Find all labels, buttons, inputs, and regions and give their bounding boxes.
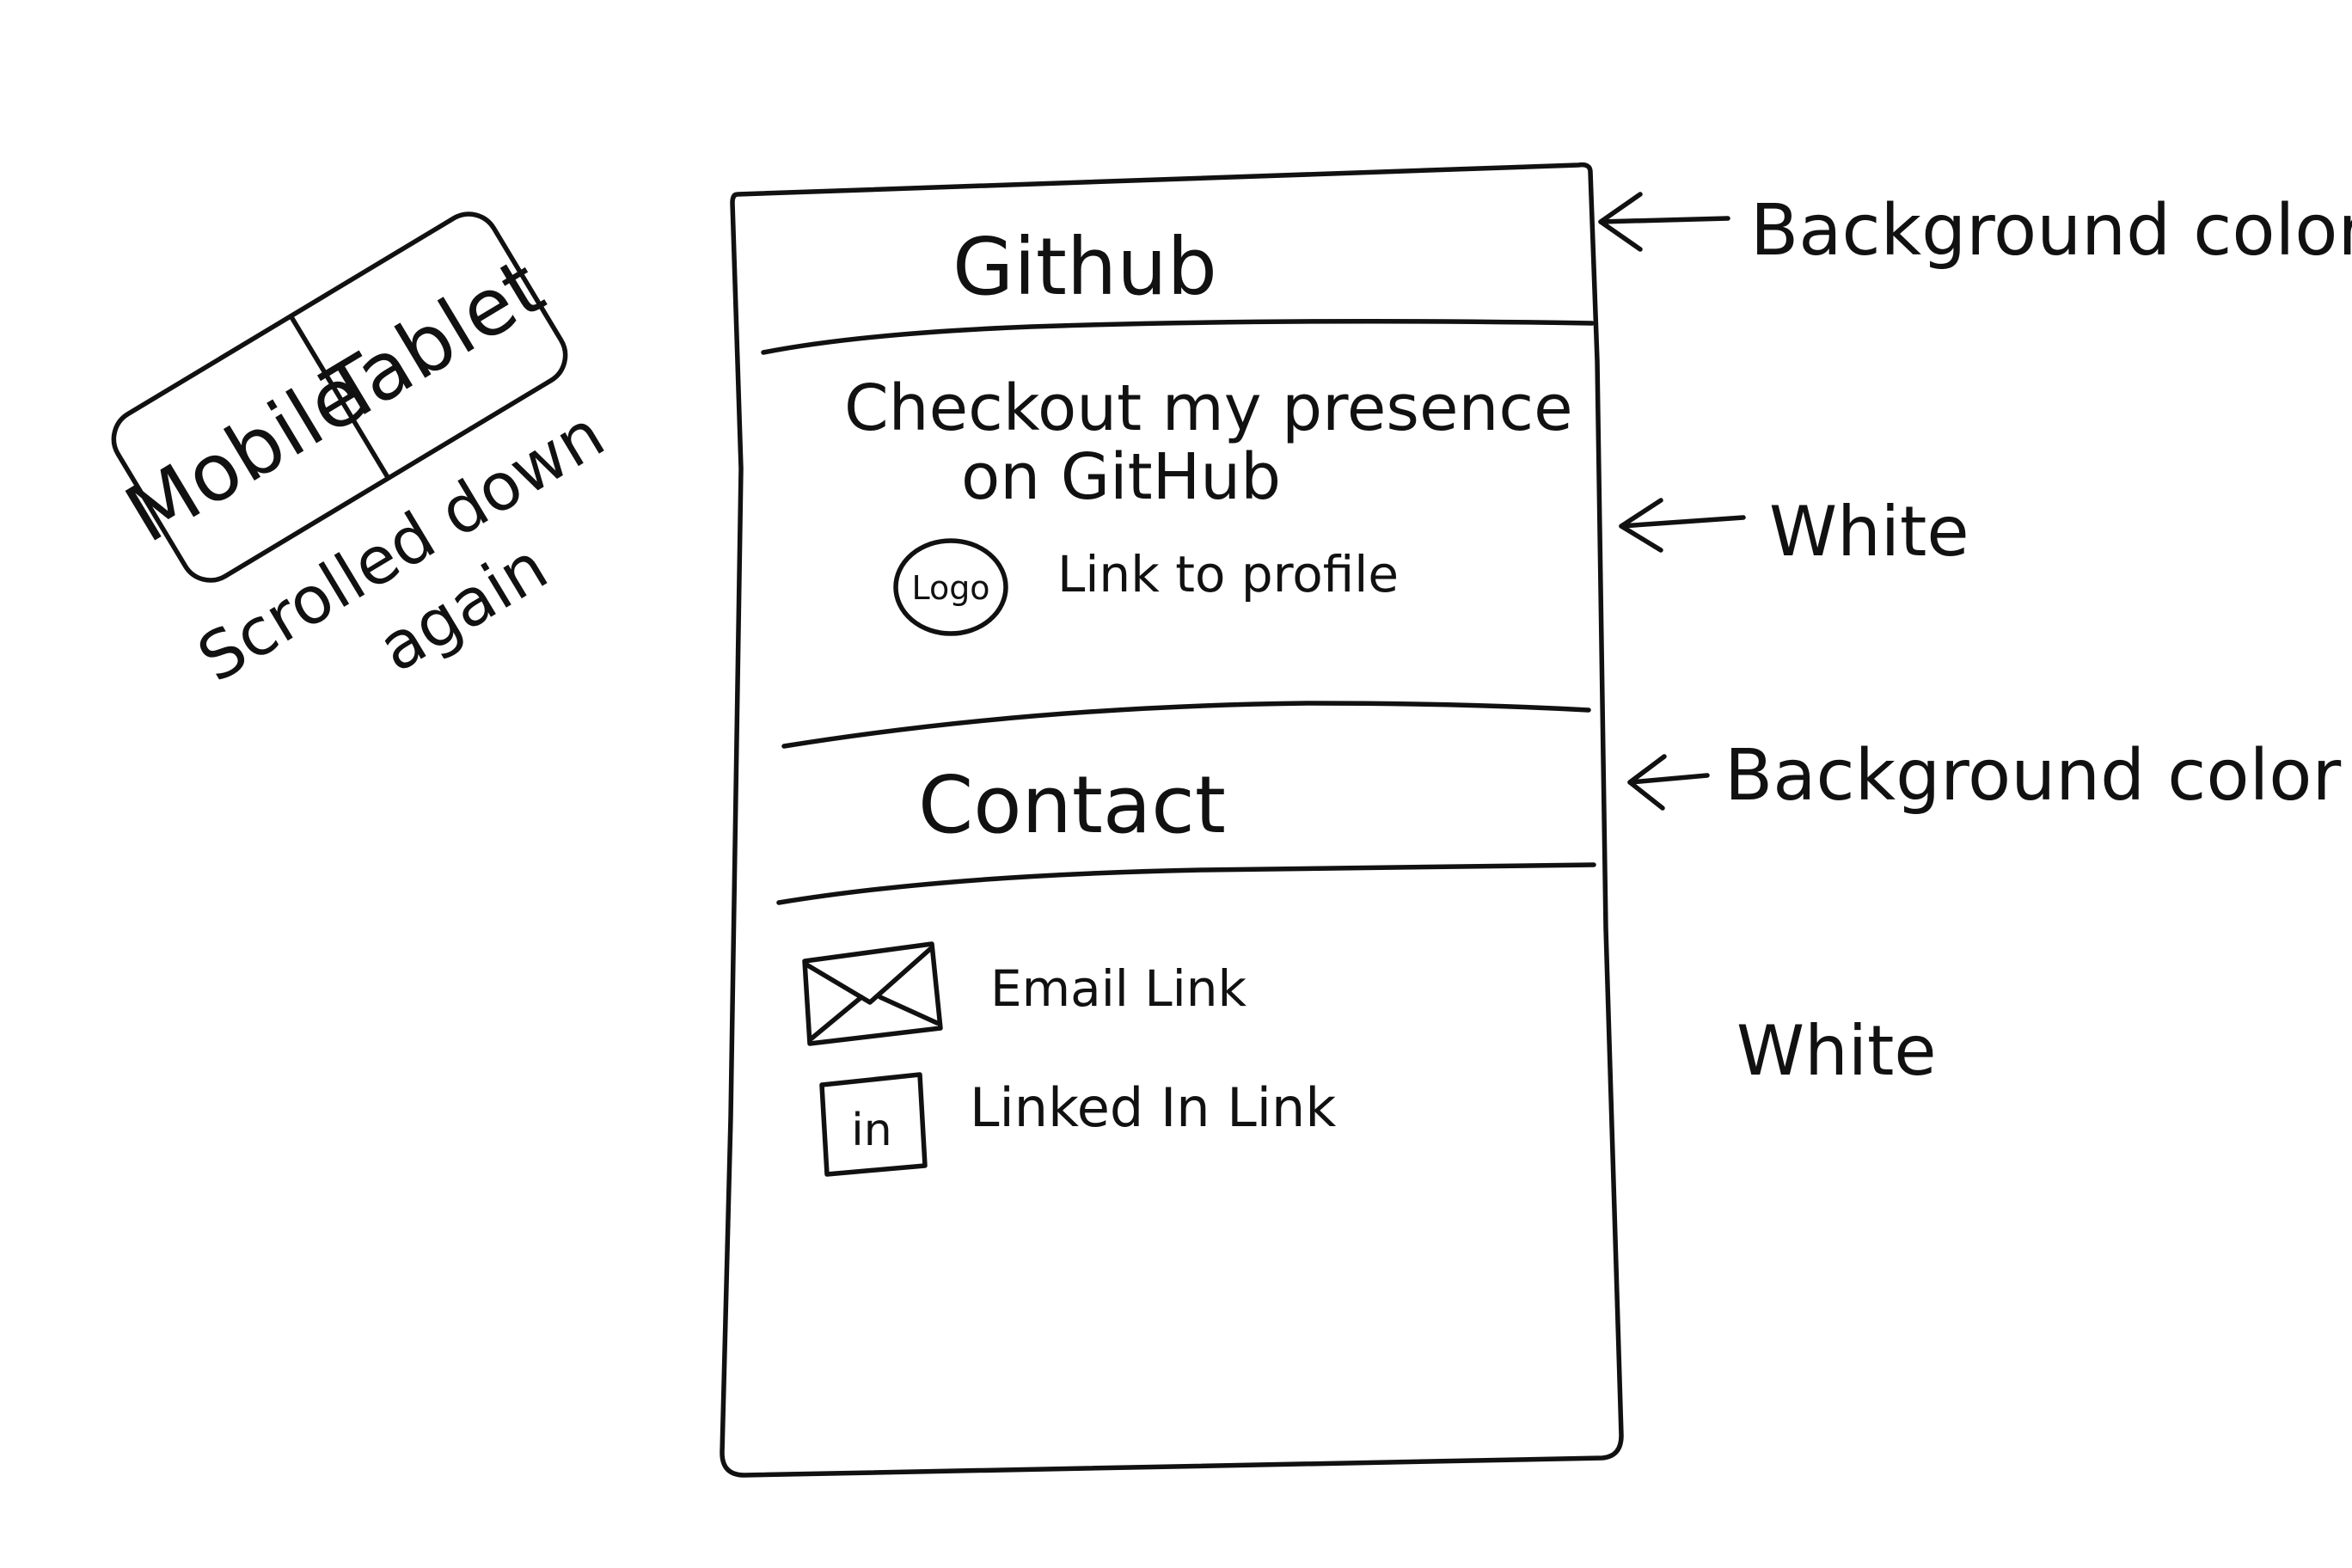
annotation-github-body-bg: White: [1769, 492, 1969, 572]
github-header-divider: [761, 319, 1595, 355]
badge-divider: [289, 315, 390, 480]
annotation-contact-body-bg: White: [1736, 1011, 1937, 1091]
linkedin-box: [819, 1072, 928, 1177]
github-description-line2: on GitHub: [961, 440, 1281, 514]
github-profile-link[interactable]: Link to profile: [1057, 545, 1399, 603]
envelope-icon[interactable]: [802, 941, 943, 1046]
envelope-fold-right: [878, 995, 940, 1026]
device-frame: [720, 162, 1624, 1478]
badge-tablet-label: Tablet: [309, 241, 559, 441]
envelope-flap: [804, 946, 933, 1005]
github-description-line1: Checkout my presence: [844, 371, 1573, 445]
logo-label: Logo: [911, 569, 989, 607]
email-link[interactable]: Email Link: [990, 959, 1247, 1018]
arrow-left-icon: [1598, 192, 1730, 252]
contact-header-top-divider: [781, 701, 1591, 749]
envelope-fold-left: [809, 995, 864, 1041]
linkedin-link[interactable]: Linked In Link: [970, 1076, 1336, 1139]
circle-logo-icon: [893, 538, 1008, 636]
contact-header-divider: [776, 862, 1596, 905]
linkedin-icon-label: in: [851, 1105, 891, 1156]
contact-section-title: Contact: [918, 759, 1226, 851]
envelope-outline: [802, 941, 943, 1046]
arrow-left-icon: [1619, 498, 1746, 553]
annotation-github-header-bg: Background color: [1750, 190, 2352, 272]
annotation-contact-header-bg: Background color: [1724, 735, 2341, 817]
github-section-title: Github: [952, 221, 1217, 313]
arrow-left-icon: [1627, 754, 1710, 811]
github-logo-icon[interactable]: Logo: [893, 538, 1008, 636]
linkedin-icon[interactable]: in: [819, 1072, 928, 1177]
